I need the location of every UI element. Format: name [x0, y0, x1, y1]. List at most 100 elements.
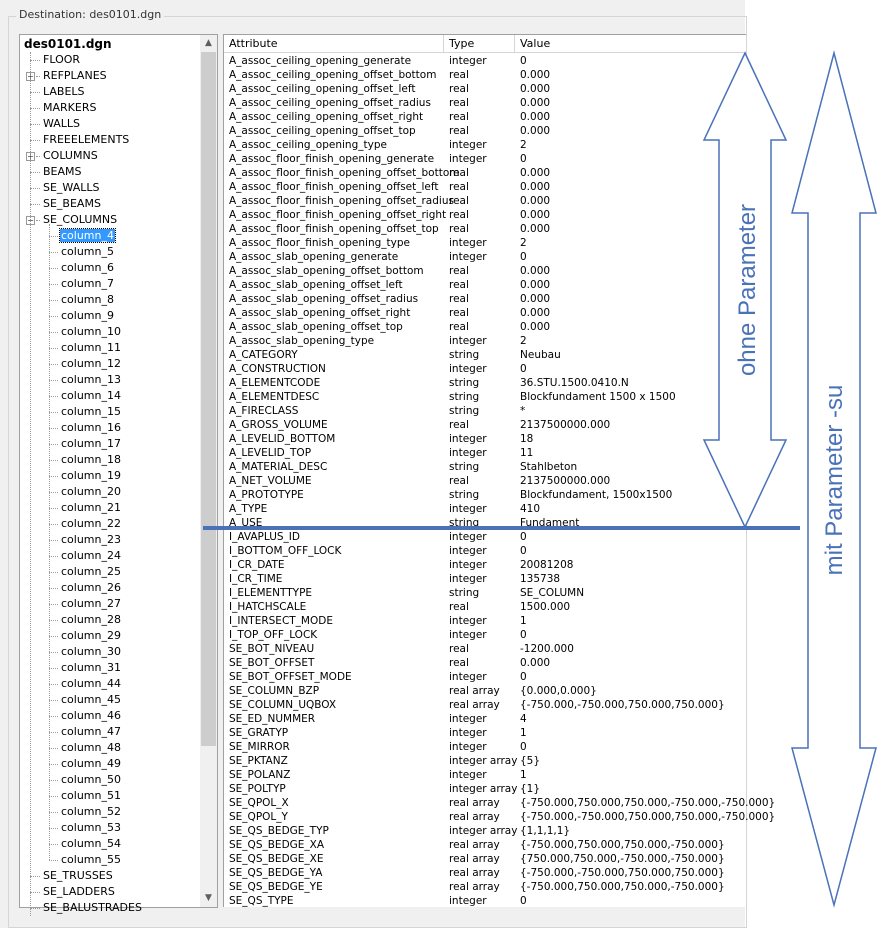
tree-item-column-5[interactable]: column_5: [60, 244, 115, 260]
tree-item-column-12[interactable]: column_12: [60, 356, 122, 372]
tree-item-column-23[interactable]: column_23: [60, 532, 122, 548]
tree-item-column-45[interactable]: column_45: [60, 692, 122, 708]
column-header-type[interactable]: Type: [444, 35, 515, 52]
table-row[interactable]: A_assoc_floor_finish_opening_offset_radi…: [224, 194, 746, 208]
table-row[interactable]: A_assoc_floor_finish_opening_offset_left…: [224, 180, 746, 194]
table-row[interactable]: A_assoc_floor_finish_opening_offset_righ…: [224, 208, 746, 222]
tree-item-column-11[interactable]: column_11: [60, 340, 122, 356]
tree-item-se_beams[interactable]: SE_BEAMS: [42, 196, 102, 212]
table-row[interactable]: A_assoc_floor_finish_opening_offset_bott…: [224, 166, 746, 180]
tree-item-column-30[interactable]: column_30: [60, 644, 122, 660]
tree-item-floor[interactable]: FLOOR: [42, 52, 81, 68]
tree-item-column-48[interactable]: column_48: [60, 740, 122, 756]
tree-item-column-13[interactable]: column_13: [60, 372, 122, 388]
tree-item-se_walls[interactable]: SE_WALLS: [42, 180, 100, 196]
tree-item-refplanes[interactable]: REFPLANES: [42, 68, 108, 84]
tree-item-column-27[interactable]: column_27: [60, 596, 122, 612]
tree-item-column-7[interactable]: column_7: [60, 276, 115, 292]
tree-item-se_ladders[interactable]: SE_LADDERS: [42, 884, 116, 900]
scroll-up-arrow-icon[interactable]: ▲: [205, 38, 212, 48]
tree-item-column-8[interactable]: column_8: [60, 292, 115, 308]
tree-item-column-44[interactable]: column_44: [60, 676, 122, 692]
tree-item-beams[interactable]: BEAMS: [42, 164, 83, 180]
tree-item-column-24[interactable]: column_24: [60, 548, 122, 564]
tree-item-se_columns[interactable]: SE_COLUMNS: [42, 212, 118, 228]
tree-scrollbar-thumb[interactable]: [201, 52, 216, 746]
tree-item-walls[interactable]: WALLS: [42, 116, 81, 132]
tree-item-column-46[interactable]: column_46: [60, 708, 122, 724]
tree-item-column-16[interactable]: column_16: [60, 420, 122, 436]
tree-item-column-9[interactable]: column_9: [60, 308, 115, 324]
tree-item-column-4[interactable]: column_4: [59, 228, 116, 244]
tree-item-column-49[interactable]: column_49: [60, 756, 122, 772]
tree-item-column-15[interactable]: column_15: [60, 404, 122, 420]
tree-item-se_trusses[interactable]: SE_TRUSSES: [42, 868, 114, 884]
tree-item-column-54[interactable]: column_54: [60, 836, 122, 852]
tree-vertical-scrollbar[interactable]: ▲ ▼: [200, 35, 217, 907]
tree-item-column-47[interactable]: column_47: [60, 724, 122, 740]
tree-item-se_balustrades[interactable]: SE_BALUSTRADES: [42, 900, 143, 916]
tree-item-column-21[interactable]: column_21: [60, 500, 122, 516]
tree-item-column-25[interactable]: column_25: [60, 564, 122, 580]
tree-item-markers[interactable]: MARKERS: [42, 100, 97, 116]
tree-item-column-26[interactable]: column_26: [60, 580, 122, 596]
tree-item-column-29[interactable]: column_29: [60, 628, 122, 644]
tree-item-freeelements[interactable]: FREEELEMENTS: [42, 132, 130, 148]
tree-item-column-22[interactable]: column_22: [60, 516, 122, 532]
tree-item-column-28[interactable]: column_28: [60, 612, 122, 628]
tree-item-column-31[interactable]: column_31: [60, 660, 122, 676]
tree-item-column-51[interactable]: column_51: [60, 788, 122, 804]
tree-item-column-19[interactable]: column_19: [60, 468, 122, 484]
tree-item-column-53[interactable]: column_53: [60, 820, 122, 836]
